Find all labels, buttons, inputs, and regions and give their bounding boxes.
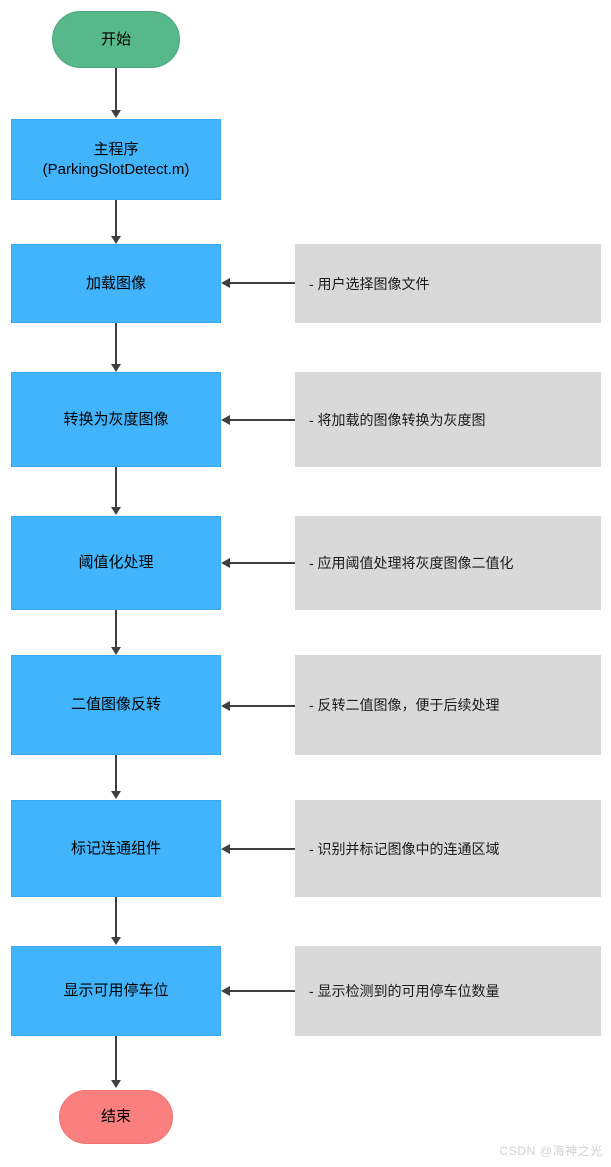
connector-note-to-grayscale [230, 419, 295, 421]
connector-note-to-show-slots [230, 990, 295, 992]
arrowhead-down-7 [111, 937, 121, 945]
note-load-image: - 用户选择图像文件 [295, 244, 601, 323]
process-node-load-image[interactable]: 加载图像 [11, 244, 221, 323]
process-node-label-components-label: 标记连通组件 [70, 839, 161, 857]
process-node-main-program[interactable]: 主程序 (ParkingSlotDetect.m) [11, 119, 221, 200]
note-invert-binary-text: - 反转二值图像，便于后续处理 [309, 697, 500, 713]
start-node[interactable]: 开始 [52, 11, 180, 68]
arrowhead-down-5 [111, 647, 121, 655]
arrowhead-left-1 [221, 278, 230, 288]
arrowhead-down-2 [111, 236, 121, 244]
connector-step-3-to-step-4 [115, 467, 117, 508]
connector-note-to-invert-binary [230, 705, 295, 707]
arrowhead-left-2 [221, 415, 230, 425]
connector-note-to-load-image [230, 282, 295, 284]
process-node-threshold-label: 阈值化处理 [78, 554, 154, 572]
process-node-show-slots-label: 显示可用停车位 [63, 982, 169, 1000]
connector-note-to-threshold [230, 562, 295, 564]
process-node-invert-binary-label: 二值图像反转 [70, 696, 161, 714]
start-node-label: 开始 [100, 30, 131, 48]
connector-start-to-step-1 [115, 68, 117, 111]
process-node-label-components[interactable]: 标记连通组件 [11, 800, 221, 897]
note-load-image-text: - 用户选择图像文件 [309, 275, 430, 292]
connector-step-5-to-step-6 [115, 755, 117, 792]
arrowhead-down-4 [111, 507, 121, 515]
note-label-components: - 识别并标记图像中的连通区域 [295, 800, 601, 897]
note-threshold-text: - 应用阈值处理将灰度图像二值化 [309, 555, 514, 571]
connector-step-1-to-step-2 [115, 200, 117, 237]
process-node-threshold[interactable]: 阈值化处理 [11, 516, 221, 610]
note-grayscale-text: - 将加载的图像转换为灰度图 [309, 411, 486, 428]
process-node-invert-binary[interactable]: 二值图像反转 [11, 655, 221, 755]
arrowhead-left-3 [221, 558, 230, 568]
process-node-load-image-label: 加载图像 [85, 274, 146, 292]
note-show-slots-text: - 显示检测到的可用停车位数量 [309, 983, 500, 999]
note-show-slots: - 显示检测到的可用停车位数量 [295, 946, 601, 1036]
end-node-label: 结束 [100, 1108, 131, 1126]
arrowhead-left-6 [221, 986, 230, 996]
arrowhead-left-4 [221, 701, 230, 711]
note-label-components-text: - 识别并标记图像中的连通区域 [309, 840, 500, 857]
arrowhead-left-5 [221, 844, 230, 854]
connector-step-7-to-end [115, 1036, 117, 1081]
arrowhead-down-1 [111, 110, 121, 118]
watermark-text: CSDN @海神之光 [499, 1144, 603, 1158]
note-invert-binary: - 反转二值图像，便于后续处理 [295, 655, 601, 755]
process-node-show-slots[interactable]: 显示可用停车位 [11, 946, 221, 1036]
note-grayscale: - 将加载的图像转换为灰度图 [295, 372, 601, 467]
arrowhead-down-6 [111, 791, 121, 799]
connector-step-6-to-step-7 [115, 897, 117, 938]
arrowhead-down-3 [111, 364, 121, 372]
connector-note-to-label-components [230, 848, 295, 850]
process-node-main-program-label: 主程序 (ParkingSlotDetect.m) [42, 141, 190, 178]
process-node-grayscale[interactable]: 转换为灰度图像 [11, 372, 221, 467]
end-node[interactable]: 结束 [59, 1090, 173, 1144]
arrowhead-down-8 [111, 1080, 121, 1088]
note-threshold: - 应用阈值处理将灰度图像二值化 [295, 516, 601, 610]
connector-step-4-to-step-5 [115, 610, 117, 648]
process-node-grayscale-label: 转换为灰度图像 [63, 410, 169, 428]
connector-step-2-to-step-3 [115, 323, 117, 365]
